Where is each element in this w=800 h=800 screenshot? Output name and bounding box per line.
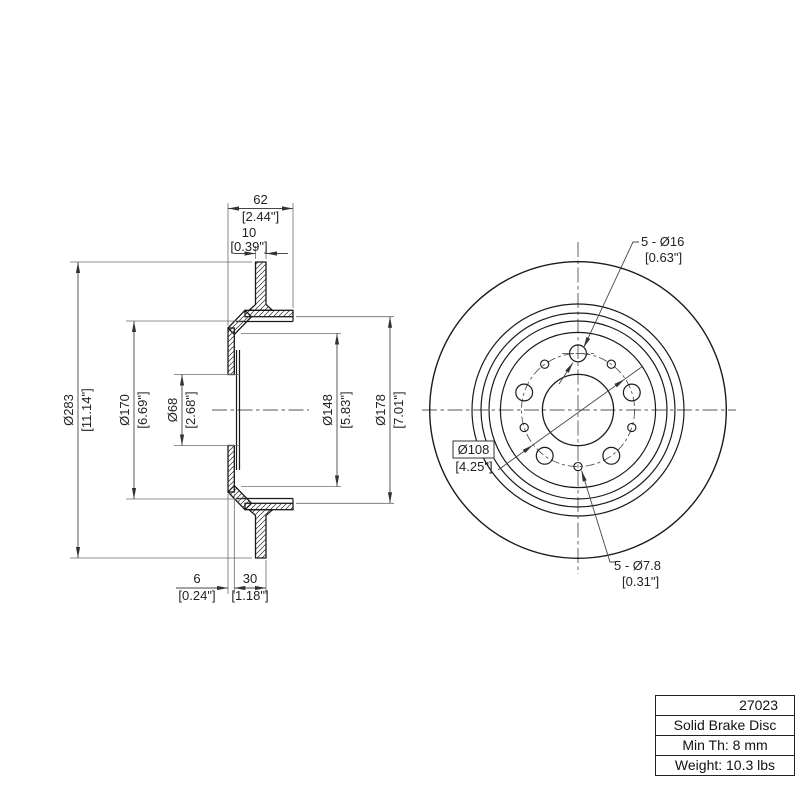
dim-od-in: [11.14"]	[79, 388, 94, 431]
callout-bolt-holes-line1: 5 - Ø16	[641, 234, 684, 249]
weight: Weight: 10.3 lbs	[656, 755, 794, 775]
dim-bore-mm: Ø68	[165, 398, 180, 423]
front-view: 5 - Ø16 [0.63"] Ø108 [4.25"] 5 - Ø7.8 [0…	[422, 234, 736, 589]
hat-outer-circle	[488, 320, 668, 500]
extension-lines	[70, 203, 394, 594]
dim-flange-th-in: [0.24"]	[178, 588, 215, 603]
info-table: 27023 Solid Brake Disc Min Th: 8 mm Weig…	[655, 695, 795, 776]
dim-width-mm: 62	[253, 192, 267, 207]
small-hole-leader	[579, 469, 616, 563]
dim-thickness-in: [0.39"]	[230, 239, 267, 254]
dim-width-in: [2.44"]	[242, 209, 279, 224]
friction-ring-section-top	[247, 261, 275, 311]
dim-hat-id-mm: Ø148	[320, 394, 335, 426]
bolt-hole	[622, 383, 641, 402]
center-bore-circle	[541, 373, 615, 447]
bolt-hole-leader	[558, 241, 639, 385]
friction-ring-section-bottom	[247, 509, 275, 559]
dim-hat-od-in: [6.69"]	[135, 391, 150, 428]
dim-height-in: [1.18"]	[231, 588, 268, 603]
dim-height-mm: 30	[243, 571, 257, 586]
drum-wall-section-bottom	[244, 502, 294, 511]
bolt-hole	[602, 446, 621, 465]
bore-projected-edges	[235, 350, 241, 470]
dim-bore-in: [2.68"]	[183, 391, 198, 428]
callout-bolt-holes-line2: [0.63"]	[645, 250, 682, 265]
dim-hat-id-in: [5.83"]	[338, 391, 353, 428]
small-hole	[519, 422, 529, 433]
mount-wall-section-top	[227, 327, 235, 376]
callout-bolt-circle-line1: Ø108	[458, 442, 490, 457]
part-number: 27023	[739, 697, 778, 713]
min-thickness: Min Th: 8 mm	[656, 735, 794, 755]
drum-inner-edge-top	[236, 316, 294, 323]
dimension-lines	[75, 206, 393, 591]
hat-inner-circle	[499, 331, 657, 489]
dim-thickness-mm: 10	[242, 225, 256, 240]
drum-wall-section-top	[244, 309, 294, 318]
small-holes	[519, 359, 637, 472]
section-view: 62 [2.44"] 10 [0.39"] Ø283 [11.14"] Ø170…	[61, 192, 406, 603]
callout-small-holes-line2: [0.31"]	[622, 574, 659, 589]
bolt-circle-leader	[452, 365, 644, 471]
dim-flange-od-in: [7.01"]	[391, 391, 406, 428]
small-hole	[540, 359, 550, 369]
dim-hat-od-mm: Ø170	[117, 394, 132, 426]
bolt-hole	[515, 383, 534, 402]
small-hole	[606, 359, 616, 369]
small-hole	[627, 422, 637, 433]
flange-outer-circle	[480, 312, 676, 508]
dim-od-mm: Ø283	[61, 394, 76, 426]
friction-band-inner-circle	[471, 303, 685, 517]
bolt-holes	[515, 344, 641, 465]
small-hole	[573, 461, 583, 472]
callout-small-holes-line1: 5 - Ø7.8	[614, 558, 661, 573]
bolt-hole	[535, 446, 554, 465]
disc-outer-circle	[429, 261, 728, 560]
drum-inner-edge-bottom	[236, 497, 294, 504]
callout-bolt-circle-line2: [4.25"]	[455, 459, 492, 474]
dim-flange-th-mm: 6	[193, 571, 200, 586]
mount-wall-section-bottom	[227, 444, 235, 493]
dim-flange-od-mm: Ø178	[373, 394, 388, 426]
disc-type: Solid Brake Disc	[656, 715, 794, 735]
